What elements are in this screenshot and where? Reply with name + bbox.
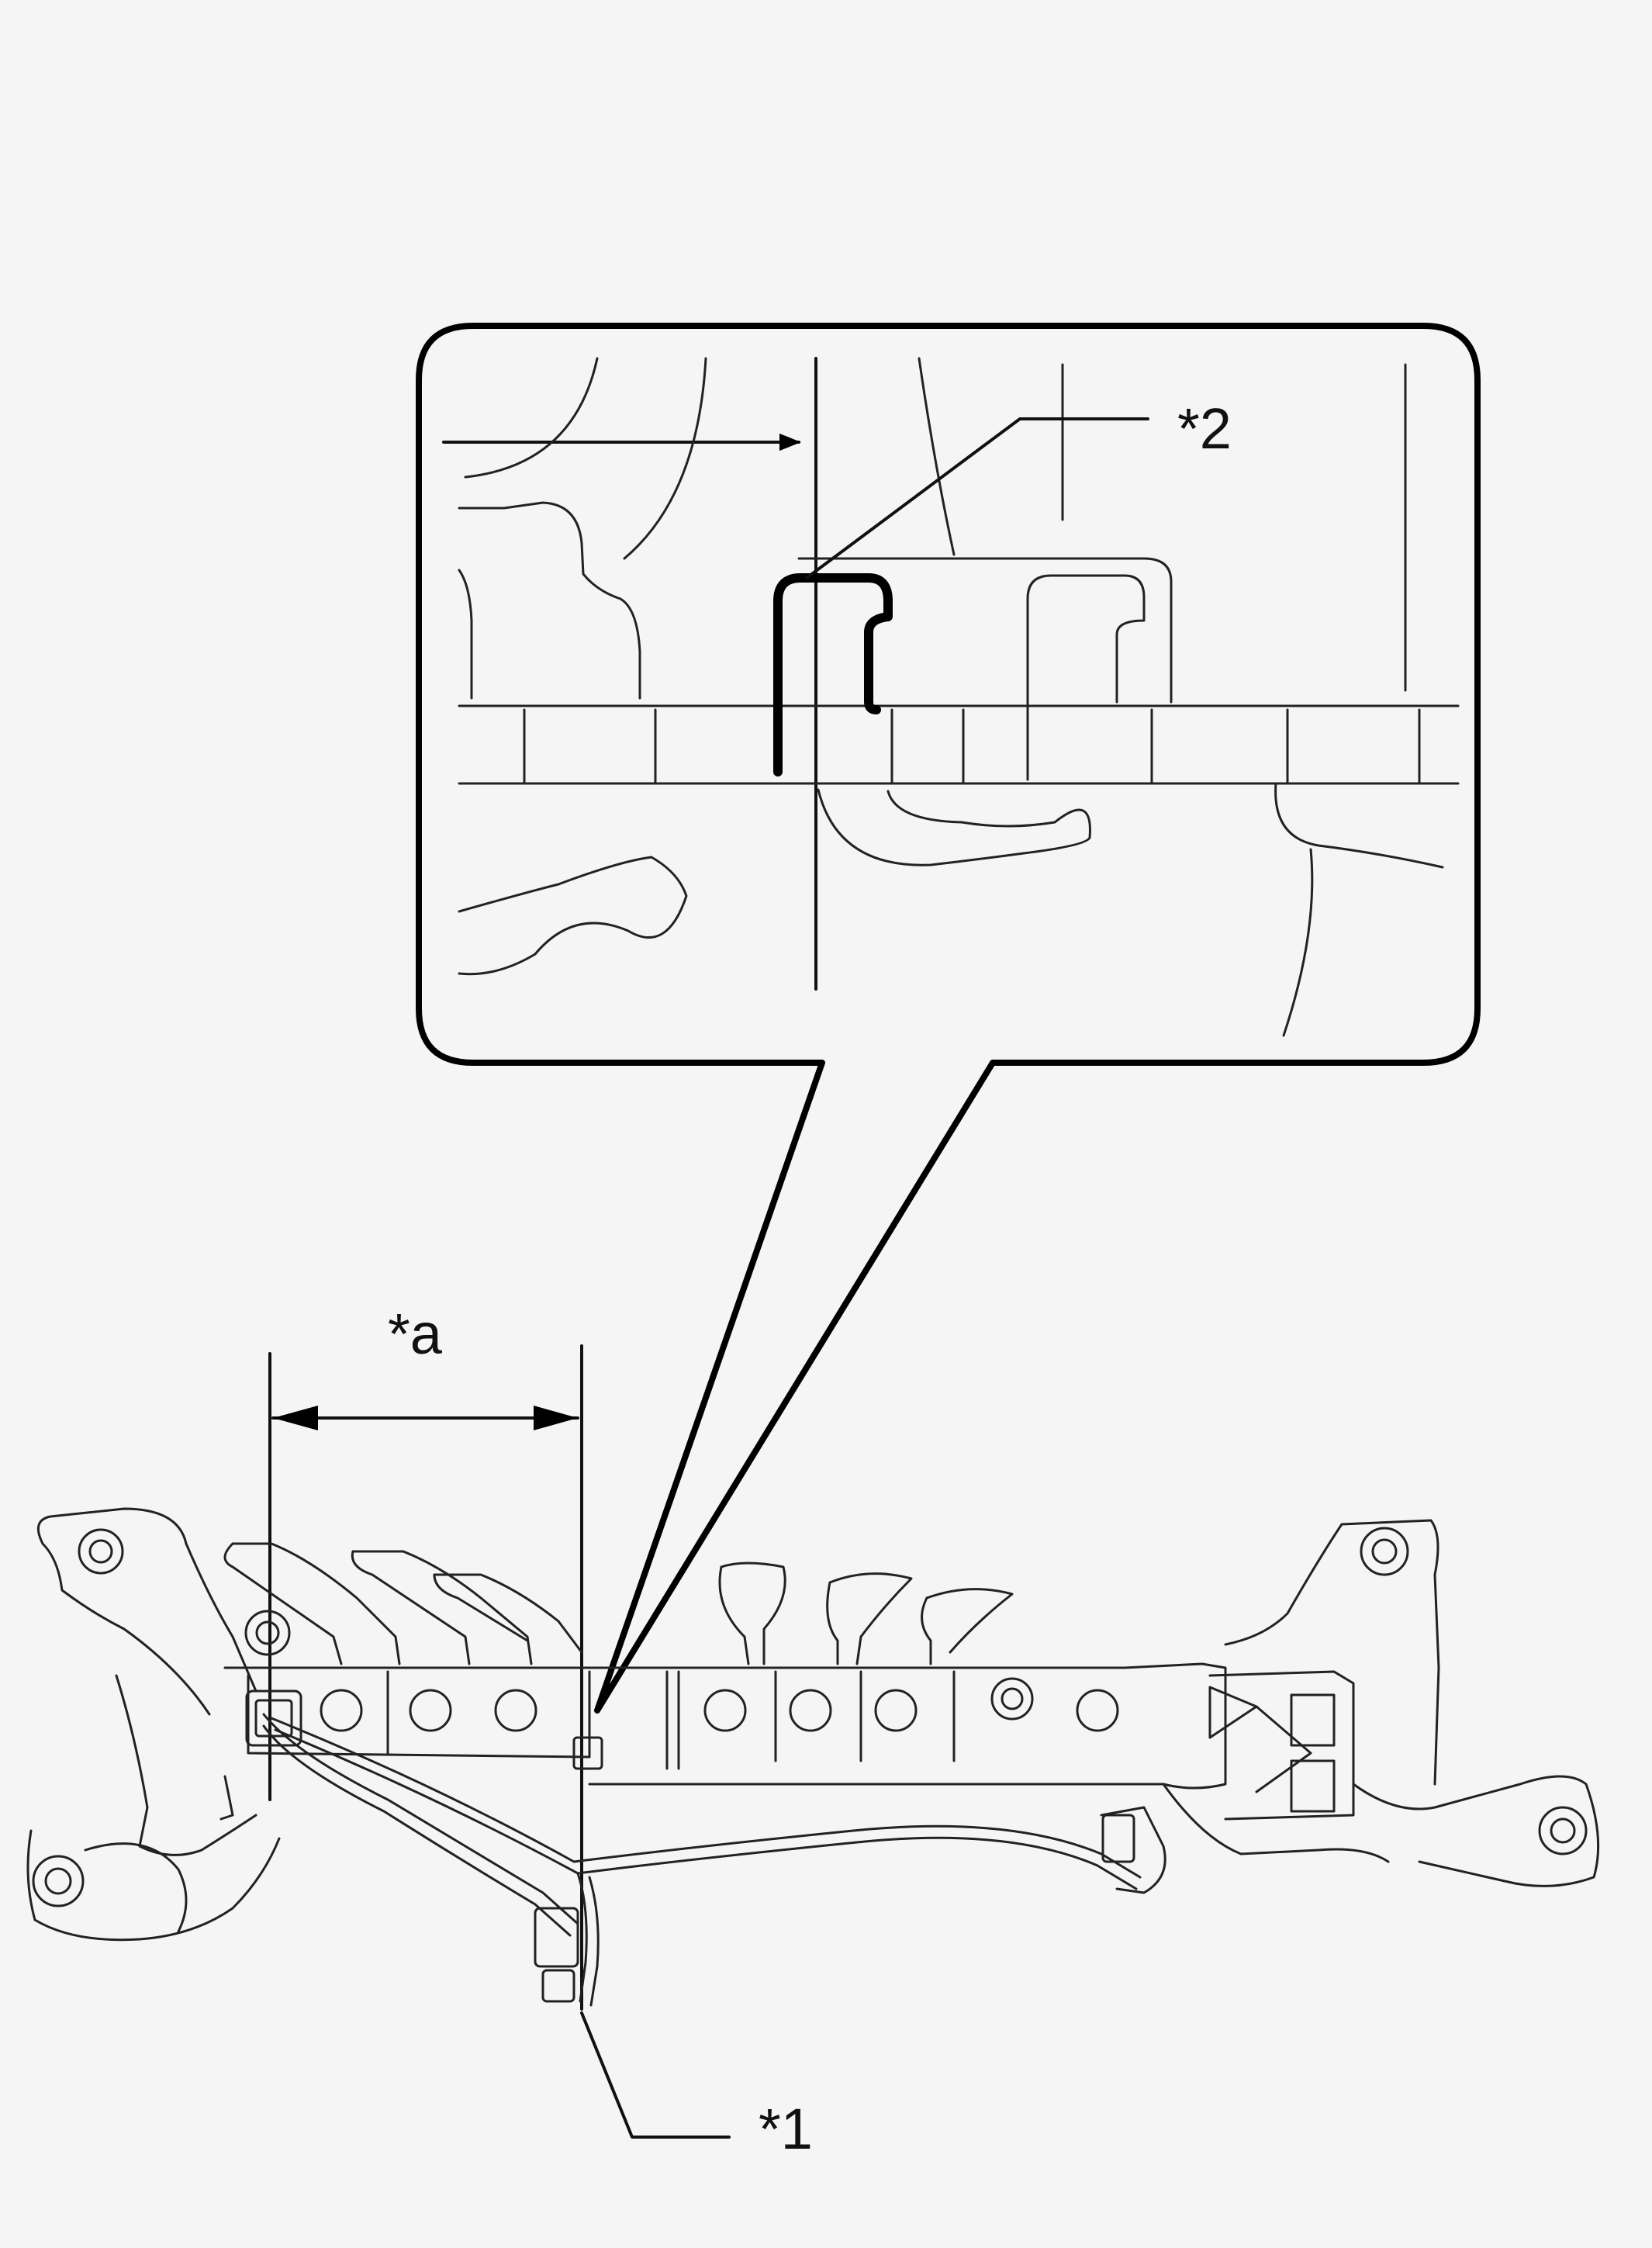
leader-line-1	[580, 2011, 731, 2139]
leader-line-2	[805, 417, 1149, 579]
label-1: *1	[759, 2097, 813, 2161]
dimension-a: *a	[268, 1302, 583, 2011]
wire-harness	[245, 1689, 1166, 2007]
callout-bubble	[416, 323, 1481, 1714]
detail-callout: *2	[416, 323, 1481, 1714]
detail-linework	[442, 357, 1460, 1037]
label-a: *a	[388, 1302, 443, 1366]
label-2: *2	[1177, 396, 1232, 461]
clip-hook	[773, 573, 893, 776]
seat-frame-bracket	[26, 1507, 1600, 1942]
